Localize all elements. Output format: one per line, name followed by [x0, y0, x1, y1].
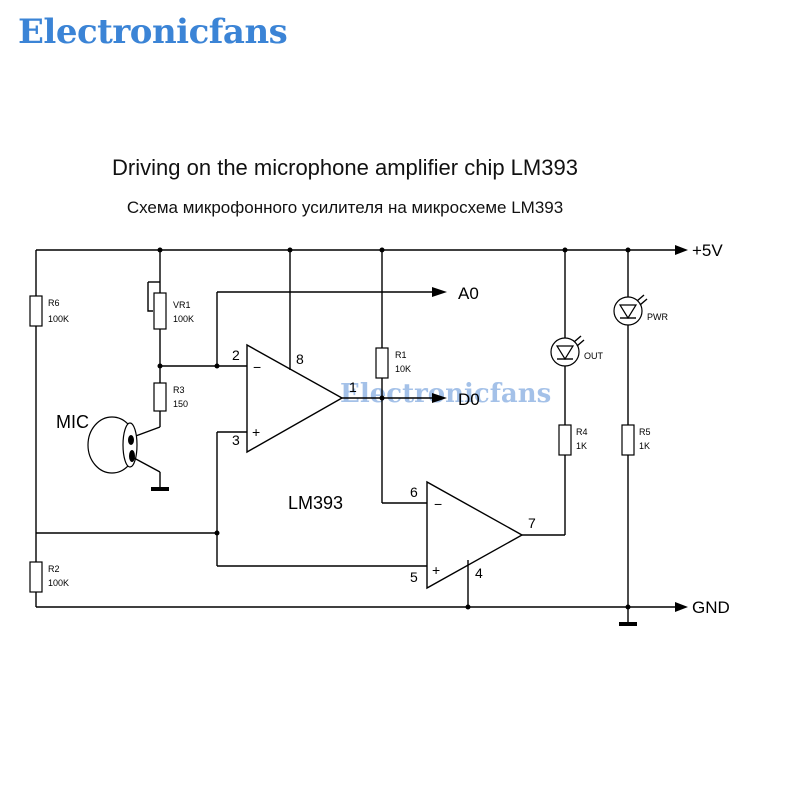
svg-text:5: 5 [410, 569, 418, 585]
svg-text:R3: R3 [173, 385, 185, 395]
svg-text:VR1: VR1 [173, 300, 191, 310]
brand-logo: Electronicfans [18, 12, 288, 52]
svg-text:2: 2 [232, 347, 240, 363]
vcc-label: +5V [692, 241, 723, 260]
d0-arrow [432, 393, 447, 403]
r1-resistor: R1 10K [375, 347, 411, 379]
mic-label: MIC [56, 412, 89, 432]
svg-text:1K: 1K [576, 441, 587, 451]
svg-text:OUT: OUT [584, 351, 604, 361]
svg-text:1: 1 [349, 379, 357, 395]
svg-text:100K: 100K [48, 578, 69, 588]
svg-text:100K: 100K [48, 314, 69, 324]
svg-text:PWR: PWR [647, 312, 668, 322]
svg-text:−: − [253, 359, 261, 375]
r3-resistor: R3 150 [153, 382, 188, 412]
svg-text:+: + [252, 424, 260, 440]
r5-resistor: R5 1K [621, 424, 651, 456]
r6-resistor: R6 100K [29, 295, 69, 327]
mic-ground-symbol [151, 487, 169, 491]
r4-resistor: R4 1K [558, 424, 588, 456]
svg-text:3: 3 [232, 432, 240, 448]
svg-text:R5: R5 [639, 427, 651, 437]
svg-text:+: + [432, 562, 440, 578]
vr1-potentiometer: VR1 100K [147, 281, 194, 330]
comparator-2: − + 6 5 4 7 [410, 480, 536, 590]
svg-text:1K: 1K [639, 441, 650, 451]
svg-text:−: − [434, 496, 442, 512]
svg-text:R4: R4 [576, 427, 588, 437]
svg-text:10K: 10K [395, 364, 411, 374]
a0-label: A0 [458, 284, 479, 303]
comparator-1: − + 2 3 8 1 [232, 343, 357, 454]
led-out: OUT [550, 335, 604, 367]
microphone: MIC [56, 412, 169, 491]
diagram-title: Driving on the microphone amplifier chip… [112, 155, 578, 180]
gnd-rail: GND [36, 598, 730, 626]
gnd-arrow [675, 602, 688, 612]
gnd-label: GND [692, 598, 730, 617]
svg-text:8: 8 [296, 351, 304, 367]
svg-text:R6: R6 [48, 298, 60, 308]
d0-label: D0 [458, 390, 480, 409]
r2-resistor: R2 100K [29, 561, 69, 593]
led-pwr: PWR [613, 294, 668, 326]
svg-text:7: 7 [528, 515, 536, 531]
svg-text:150: 150 [173, 399, 188, 409]
vcc-arrow [675, 245, 688, 255]
svg-text:6: 6 [410, 484, 418, 500]
ground-symbol [619, 622, 637, 626]
svg-text:R1: R1 [395, 350, 407, 360]
chip-label: LM393 [288, 493, 343, 513]
svg-text:100K: 100K [173, 314, 194, 324]
a0-arrow [432, 287, 447, 297]
svg-text:R2: R2 [48, 564, 60, 574]
svg-text:4: 4 [475, 565, 483, 581]
diagram-subtitle: Схема микрофонного усилителя на микросхе… [126, 198, 564, 217]
vcc-rail: +5V [35, 241, 723, 282]
watermark: Electronicfans [340, 379, 551, 409]
